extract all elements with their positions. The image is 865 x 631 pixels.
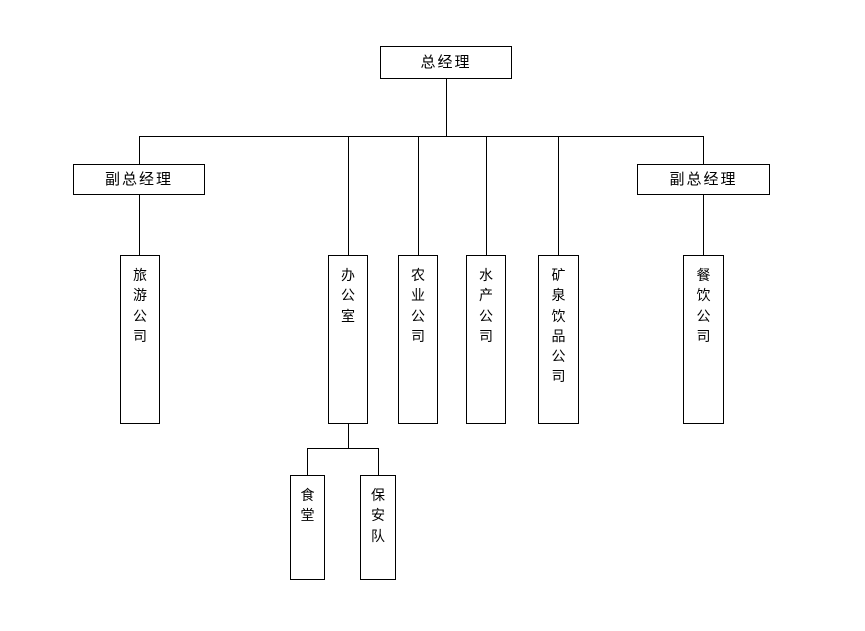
label-char: 公 bbox=[479, 307, 493, 324]
node-label: 副总经理 bbox=[104, 171, 173, 188]
label-char: 业 bbox=[411, 287, 425, 304]
connector-office-sub-bus bbox=[307, 448, 379, 449]
connector-drop-deputy-left bbox=[139, 136, 140, 164]
node-office[interactable]: 办 公 室 bbox=[328, 255, 368, 424]
connector-root-stem bbox=[446, 79, 447, 136]
label-char: 饮 bbox=[551, 307, 566, 324]
label-char: 公 bbox=[341, 287, 355, 304]
label-char: 水 bbox=[479, 267, 493, 283]
node-label: 总经理 bbox=[420, 54, 472, 71]
label-char: 司 bbox=[133, 327, 147, 344]
label-char: 餐 bbox=[696, 267, 711, 283]
connector-drop-deputy-right bbox=[703, 136, 704, 164]
node-mineral-water-beverage-company[interactable]: 矿 泉 饮 品 公 司 bbox=[538, 255, 579, 424]
connector-drop-aquatic bbox=[486, 136, 487, 255]
label-char: 游 bbox=[133, 287, 147, 304]
connector-main-bus bbox=[139, 136, 704, 137]
label-char: 饮 bbox=[696, 287, 711, 304]
vertical-label: 餐 饮 公 司 bbox=[697, 265, 711, 346]
connector-office-stem bbox=[348, 424, 349, 448]
vertical-label: 矿 泉 饮 品 公 司 bbox=[552, 265, 566, 387]
node-general-manager[interactable]: 总经理 bbox=[380, 46, 512, 79]
label-char: 安 bbox=[371, 507, 385, 524]
label-char: 司 bbox=[411, 327, 425, 344]
vertical-label: 旅 游 公 司 bbox=[133, 265, 147, 346]
label-char: 旅 bbox=[133, 267, 147, 283]
node-aquatic-products-company[interactable]: 水 产 公 司 bbox=[466, 255, 506, 424]
node-tourism-company[interactable]: 旅 游 公 司 bbox=[120, 255, 160, 424]
vertical-label: 办 公 室 bbox=[341, 265, 355, 326]
node-deputy-general-manager-left[interactable]: 副总经理 bbox=[73, 164, 205, 195]
connector-drop-security-team bbox=[378, 448, 379, 475]
label-char: 室 bbox=[341, 307, 355, 324]
node-label: 副总经理 bbox=[669, 171, 738, 188]
connector-drop-canteen bbox=[307, 448, 308, 475]
node-security-team[interactable]: 保 安 队 bbox=[360, 475, 396, 580]
label-char: 食 bbox=[300, 487, 315, 503]
connector-deputy-left-to-tourism bbox=[139, 195, 140, 255]
label-char: 公 bbox=[696, 307, 711, 324]
label-char: 公 bbox=[133, 307, 147, 324]
label-char: 堂 bbox=[300, 507, 315, 524]
label-char: 泉 bbox=[551, 287, 566, 304]
label-char: 农 bbox=[411, 267, 425, 283]
vertical-label: 水 产 公 司 bbox=[479, 265, 493, 346]
label-char: 司 bbox=[551, 368, 566, 385]
connector-drop-mineral-water bbox=[558, 136, 559, 255]
node-agriculture-company[interactable]: 农 业 公 司 bbox=[398, 255, 438, 424]
vertical-label: 农 业 公 司 bbox=[411, 265, 425, 346]
label-char: 保 bbox=[371, 487, 385, 503]
label-char: 司 bbox=[479, 327, 493, 344]
connector-deputy-right-to-catering bbox=[703, 195, 704, 255]
label-char: 矿 bbox=[551, 267, 566, 283]
label-char: 队 bbox=[371, 527, 385, 544]
label-char: 产 bbox=[479, 287, 493, 304]
label-char: 司 bbox=[696, 327, 711, 344]
label-char: 品 bbox=[551, 327, 566, 344]
node-canteen[interactable]: 食 堂 bbox=[290, 475, 325, 580]
label-char: 公 bbox=[551, 348, 566, 365]
node-deputy-general-manager-right[interactable]: 副总经理 bbox=[637, 164, 770, 195]
connector-drop-agriculture bbox=[418, 136, 419, 255]
connector-drop-office bbox=[348, 136, 349, 255]
label-char: 办 bbox=[341, 267, 355, 283]
node-catering-company[interactable]: 餐 饮 公 司 bbox=[683, 255, 724, 424]
label-char: 公 bbox=[411, 307, 425, 324]
vertical-label: 食 堂 bbox=[301, 485, 315, 526]
vertical-label: 保 安 队 bbox=[371, 485, 385, 546]
